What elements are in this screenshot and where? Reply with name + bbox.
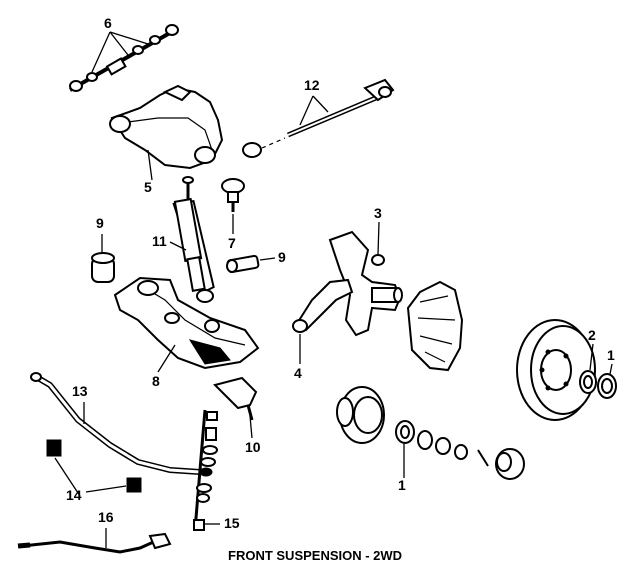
callout-label: 9 (278, 249, 286, 265)
callout-label: 2 (588, 327, 596, 343)
callout-3: 3 (374, 205, 382, 255)
cotter-pin (477, 449, 489, 467)
nut-lock (454, 444, 468, 460)
callout-label: 7 (228, 235, 236, 251)
upper-arm-shaft-kit (69, 24, 179, 92)
diagram-caption: FRONT SUSPENSION - 2WD (228, 548, 402, 563)
callout-label: 8 (152, 373, 160, 389)
lower-arm-bushing (91, 252, 115, 283)
callout-6: 6 (91, 15, 149, 73)
brake-rotor (516, 319, 596, 421)
strut-rod (242, 78, 395, 158)
callout-label: 14 (66, 487, 82, 503)
stabilizer-bar (30, 372, 201, 475)
grease-seal (579, 370, 597, 394)
callout-1-rotor: 1 (607, 347, 615, 375)
callout-label: 13 (72, 383, 88, 399)
callout-8: 8 (152, 344, 176, 389)
inner-bearing (395, 420, 415, 444)
callout-label: 16 (98, 509, 114, 525)
callout-9-bushing: 9 (96, 215, 104, 254)
dust-cap (495, 448, 525, 480)
lower-ball-joint (226, 254, 260, 274)
callout-label: 12 (304, 77, 320, 93)
splash-shield (406, 280, 464, 372)
callout-label: 5 (144, 179, 152, 195)
callout-label: 4 (294, 365, 302, 381)
front-cable (17, 532, 172, 554)
callout-label: 15 (224, 515, 240, 531)
callout-label: 10 (245, 439, 261, 455)
callout-label: 6 (104, 15, 112, 31)
callout-1-hub: 1 (398, 444, 406, 493)
callout-13: 13 (72, 383, 88, 424)
callout-2: 2 (588, 327, 596, 371)
outer-bearing (597, 373, 617, 399)
shock-absorber (172, 176, 215, 303)
callout-9-ball-joint: 9 (259, 249, 286, 265)
washer (417, 430, 433, 450)
callout-7: 7 (228, 214, 236, 251)
steering-arm (292, 278, 354, 333)
callout-label: 3 (374, 205, 382, 221)
wheel-hub (336, 386, 385, 444)
callout-5: 5 (144, 149, 153, 195)
upper-ball-joint (221, 178, 245, 212)
callout-label: 1 (607, 347, 615, 363)
callout-12: 12 (299, 77, 329, 126)
upper-control-arm (109, 84, 224, 170)
callout-14: 14 (54, 457, 127, 503)
callout-label: 9 (96, 215, 104, 231)
callout-label: 11 (152, 233, 167, 249)
steering-knuckle (328, 230, 403, 337)
callout-label: 1 (398, 477, 406, 493)
callout-16: 16 (98, 509, 114, 548)
callout-15: 15 (204, 515, 240, 531)
stabilizer-bushing-right (126, 477, 142, 493)
lower-control-arm (113, 276, 260, 370)
stabilizer-link-kit (193, 409, 218, 531)
tie-rod-end (213, 376, 258, 421)
callout-11: 11 (152, 233, 187, 251)
callout-10: 10 (245, 415, 261, 455)
callout-4: 4 (294, 334, 302, 381)
nut (435, 437, 451, 455)
stabilizer-bushing-left (46, 439, 62, 457)
